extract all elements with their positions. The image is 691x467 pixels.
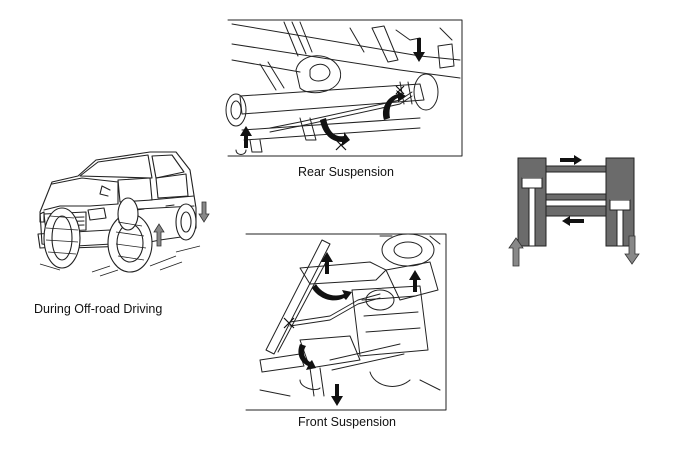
- rear-curved-arrow-down-icon: [320, 118, 350, 146]
- rear-arrow-down-icon: [413, 38, 425, 62]
- rear-x-mark-icon: [335, 139, 347, 151]
- flow-right-arrow-icon: [560, 155, 582, 165]
- rear-suspension-illustration: [225, 19, 463, 157]
- flow-left-arrow-icon: [562, 216, 584, 226]
- cylinder-down-arrow-icon: [624, 235, 640, 265]
- cylinder-schematic: [517, 157, 635, 247]
- left-piston: [521, 177, 543, 189]
- right-piston: [609, 199, 631, 211]
- offroad-caption: During Off-road Driving: [34, 302, 163, 316]
- front-arrow-up-icon: [321, 252, 421, 292]
- front-suspension-caption: Front Suspension: [298, 415, 396, 429]
- vehicle-up-arrow-icon: [153, 223, 165, 247]
- vehicle-down-arrow-icon: [198, 201, 210, 223]
- front-x-mark-icon: [283, 317, 295, 329]
- front-curved-arrow-icon: [298, 284, 352, 370]
- rear-suspension-caption: Rear Suspension: [298, 165, 394, 179]
- cylinder-up-arrow-icon: [508, 237, 524, 267]
- rear-x-mark-2-icon: [395, 85, 405, 95]
- front-suspension-illustration: [245, 233, 447, 411]
- front-arrow-down-icon: [331, 384, 343, 406]
- rear-arrow-up-icon: [240, 126, 252, 148]
- rear-curved-arrow-up-icon: [382, 90, 406, 120]
